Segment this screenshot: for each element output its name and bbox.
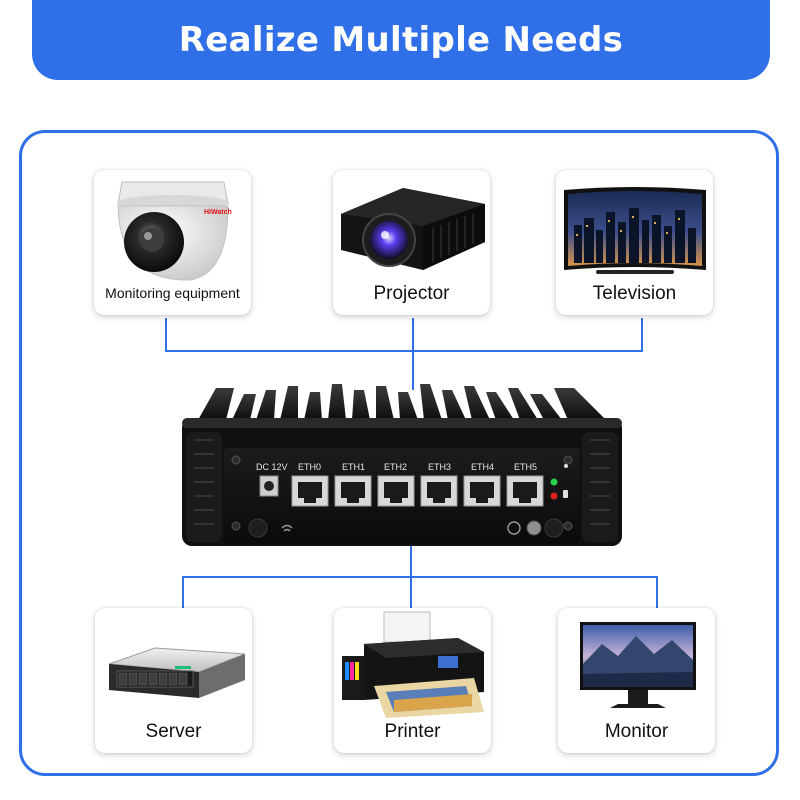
port-label-eth5: ETH5 bbox=[514, 462, 537, 472]
ethernet-port-eth4 bbox=[463, 475, 501, 507]
connector-top-left-drop bbox=[165, 318, 167, 352]
mini-pc-router: DC 12V ETH0 ETH1 ETH2 ETH3 ETH4 ETH5 bbox=[182, 384, 622, 546]
side-vent-left bbox=[186, 432, 222, 542]
monitor-icon bbox=[580, 622, 696, 708]
connector-bottom-right-drop bbox=[656, 576, 658, 610]
title-banner: Realize Multiple Needs bbox=[32, 0, 770, 80]
server-icon bbox=[108, 647, 246, 698]
card-label: Printer bbox=[384, 721, 441, 742]
port-label-eth4: ETH4 bbox=[471, 462, 494, 472]
page-title: Realize Multiple Needs bbox=[178, 20, 624, 60]
card-label: Server bbox=[145, 721, 202, 742]
ethernet-port-eth2 bbox=[377, 475, 415, 507]
security-camera-icon: HiWatch bbox=[117, 181, 232, 281]
connector-bottom-center-drop bbox=[410, 545, 412, 623]
connector-top-horizontal bbox=[165, 350, 643, 352]
ethernet-port-eth3 bbox=[420, 475, 458, 507]
card-printer: Printer bbox=[334, 608, 491, 753]
wifi-antenna-port-left bbox=[248, 518, 268, 538]
disk-indicator-icon bbox=[563, 490, 568, 498]
status-led-green bbox=[550, 478, 558, 486]
television-icon bbox=[564, 187, 706, 274]
port-label-eth3: ETH3 bbox=[428, 462, 451, 472]
heatsink-fins bbox=[198, 384, 606, 420]
card-monitor: Monitor bbox=[558, 608, 715, 753]
card-projector: Projector bbox=[333, 170, 490, 315]
wifi-icon bbox=[281, 524, 293, 532]
ethernet-port-eth1 bbox=[334, 475, 372, 507]
connector-bottom-left-drop bbox=[182, 576, 184, 610]
port-label-eth0: ETH0 bbox=[298, 462, 321, 472]
port-label-eth1: ETH1 bbox=[342, 462, 365, 472]
printer-icon bbox=[342, 611, 484, 718]
card-server: Server bbox=[95, 608, 252, 753]
camera-brand-text: HiWatch bbox=[204, 209, 232, 216]
side-vent-right bbox=[582, 432, 618, 542]
card-label: Monitor bbox=[604, 721, 669, 742]
ethernet-port-eth0 bbox=[291, 475, 329, 507]
wifi-antenna-port-right bbox=[544, 518, 564, 538]
power-indicator-icon bbox=[564, 464, 568, 468]
card-label: Monitoring equipment bbox=[105, 285, 240, 301]
port-label-eth2: ETH2 bbox=[384, 462, 407, 472]
ethernet-port-eth5 bbox=[506, 475, 544, 507]
power-label: DC 12V bbox=[256, 462, 288, 472]
diagram-frame bbox=[19, 130, 779, 776]
ground-screw bbox=[526, 520, 542, 536]
card-label: Projector bbox=[373, 283, 450, 304]
card-monitoring-equipment: HiWatch Monitoring equipment bbox=[94, 170, 251, 315]
connector-top-center-drop bbox=[412, 318, 414, 390]
connector-top-right-drop bbox=[641, 318, 643, 352]
ground-icon bbox=[507, 521, 521, 535]
status-led-red bbox=[550, 492, 558, 500]
card-television: Television bbox=[556, 170, 713, 315]
connector-bottom-horizontal bbox=[182, 576, 658, 578]
projector-icon bbox=[341, 188, 485, 270]
card-label: Television bbox=[592, 283, 677, 304]
